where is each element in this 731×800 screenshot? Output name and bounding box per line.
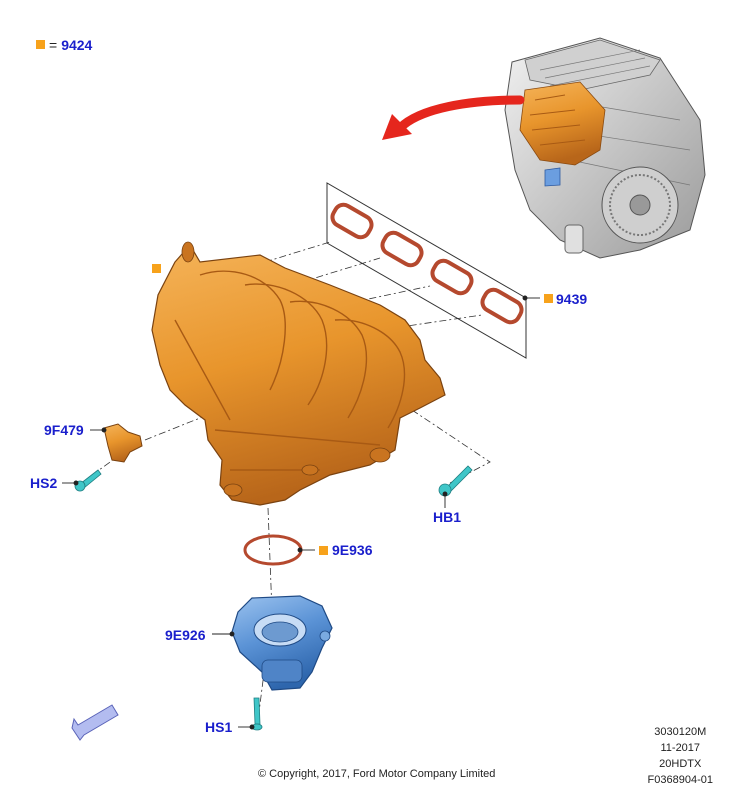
meta-code: 3030120M — [654, 726, 707, 738]
bolt-HS1 — [251, 697, 263, 731]
callout-leaders — [62, 295, 540, 730]
callout-9F479: 9F479 — [44, 422, 84, 438]
legend-marker — [36, 40, 45, 49]
callout-9E936: 9E936 — [332, 542, 373, 558]
callout-9E926: 9E926 — [165, 627, 206, 643]
meta-model: 20HDTX — [659, 758, 702, 770]
callout-HB1: HB1 — [433, 509, 462, 525]
callout-9439: 9439 — [556, 291, 588, 307]
key-marker-manifold — [152, 264, 161, 273]
figure-meta: 3030120M 11-2017 20HDTX F0368904-01 — [648, 724, 713, 788]
gasket-1 — [330, 202, 374, 240]
direction-arrow — [382, 95, 525, 140]
key-marker-9E936 — [319, 546, 328, 555]
legend-equals: = — [49, 37, 58, 53]
meta-figure: F0368904-01 — [647, 774, 713, 786]
legend: =9424 — [36, 37, 92, 53]
bolt-HB1 — [438, 465, 473, 497]
gasket-3 — [430, 258, 474, 296]
callout-HS2: HS2 — [30, 475, 58, 491]
engine-overview — [504, 37, 706, 259]
view-direction-arrow — [71, 704, 119, 741]
gasket-plane — [326, 182, 527, 359]
legend-part: 9424 — [61, 37, 93, 53]
intake-manifold — [151, 241, 446, 506]
o-ring-9E936 — [243, 534, 303, 566]
key-marker-9439 — [544, 294, 553, 303]
bolt-HS2 — [74, 469, 102, 492]
gasket-4 — [480, 287, 524, 325]
gasket-2 — [380, 230, 424, 268]
callout-HS1: HS1 — [205, 719, 233, 735]
throttle-body-9E926 — [231, 595, 333, 691]
copyright-notice: © Copyright, 2017, Ford Motor Company Li… — [258, 768, 496, 780]
sensor-9F479 — [103, 423, 143, 463]
key-markers — [152, 264, 553, 555]
intake-gaskets — [330, 202, 524, 325]
meta-date: 11-2017 — [660, 742, 701, 754]
